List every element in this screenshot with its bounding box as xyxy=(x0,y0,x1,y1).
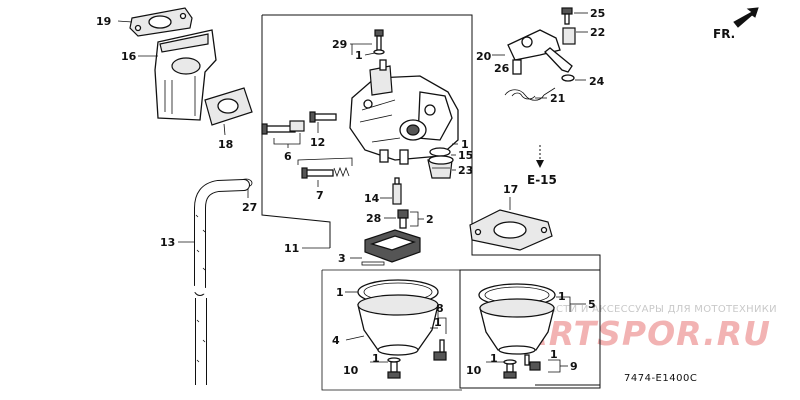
part-8-drain-screw xyxy=(433,339,447,361)
callout-23: 23 xyxy=(458,164,473,177)
part-15-o-ring xyxy=(429,147,451,157)
leader-2-bracket xyxy=(410,211,419,227)
callout-12: 12 xyxy=(310,136,325,149)
leader-1-a xyxy=(364,52,376,56)
callout-4: 4 xyxy=(332,334,340,347)
main-frame-left xyxy=(261,15,331,248)
callout-1-d: 1 xyxy=(434,316,442,329)
part-18-gasket xyxy=(204,87,253,126)
part-25-screw xyxy=(561,7,573,25)
leader-8-bracket xyxy=(437,312,447,334)
carburetor-body xyxy=(349,59,459,165)
callout-20: 20 xyxy=(476,50,492,63)
part-16-insulator xyxy=(154,29,217,121)
callout-1-a: 1 xyxy=(355,49,363,62)
part-21-spring xyxy=(504,87,556,101)
callout-17: 17 xyxy=(503,183,518,196)
direction-label: FR. xyxy=(713,27,735,41)
section-ref-arrow xyxy=(536,145,544,168)
right-float-chamber-frame xyxy=(459,269,601,389)
leader-9-bracket xyxy=(548,359,561,373)
callout-18: 18 xyxy=(218,138,233,151)
callout-27: 27 xyxy=(242,201,257,214)
callout-26: 26 xyxy=(494,62,510,75)
part-22-collar xyxy=(562,27,576,45)
callout-10-b: 10 xyxy=(466,364,482,377)
callout-25: 25 xyxy=(590,7,605,20)
part-19-gasket xyxy=(129,7,193,37)
callout-2: 2 xyxy=(426,213,434,226)
front-direction-arrow: FR. xyxy=(713,7,759,41)
part-23-jet-holder xyxy=(427,155,454,179)
part-6-screw xyxy=(261,120,305,135)
leader-7 xyxy=(297,157,353,166)
part-2-main-jet xyxy=(397,209,409,229)
callout-22: 22 xyxy=(590,26,605,39)
callout-1-c: 1 xyxy=(336,286,344,299)
callout-1-h: 1 xyxy=(490,352,498,365)
leader-18 xyxy=(223,123,226,136)
callout-29: 29 xyxy=(332,38,347,51)
lower-frame xyxy=(321,270,462,391)
part-24-washer xyxy=(561,74,575,82)
callout-15: 15 xyxy=(458,149,473,162)
callout-9: 9 xyxy=(570,360,578,373)
part-14-needle-jet xyxy=(392,177,402,205)
callout-1-b: 1 xyxy=(461,138,469,151)
callout-8: 8 xyxy=(436,302,444,315)
callout-1-f: 1 xyxy=(558,290,566,303)
part-13-fuel-tube xyxy=(188,179,250,385)
part-10-bolt-right xyxy=(503,359,517,379)
callout-19: 19 xyxy=(96,15,111,28)
part-26-collar xyxy=(512,59,522,75)
callout-11: 11 xyxy=(284,242,299,255)
callout-14: 14 xyxy=(364,192,380,205)
part-4-float-chamber xyxy=(357,279,439,356)
callout-13: 13 xyxy=(160,236,175,249)
leader-5-bracket xyxy=(556,296,571,312)
part-9-drain-screw xyxy=(524,354,541,371)
leader-4 xyxy=(345,335,365,341)
callout-16: 16 xyxy=(121,50,137,63)
watermark-text: ЗАПЧАСТИ И АКСЕССУАРЫ ДЛЯ МОТОТЕХНИКИ xyxy=(520,304,777,315)
main-frame xyxy=(262,14,601,386)
callout-7: 7 xyxy=(316,189,324,202)
callout-10-a: 10 xyxy=(343,364,359,377)
part-12-screw xyxy=(309,111,337,123)
part-3-float xyxy=(361,229,421,266)
part-29-screw xyxy=(373,29,385,55)
part-10-bolt-left xyxy=(387,357,401,379)
callout-3: 3 xyxy=(338,252,346,265)
callout-21: 21 xyxy=(550,92,565,105)
callout-6: 6 xyxy=(284,150,292,163)
part-17-gasket xyxy=(469,209,553,251)
callout-1-e: 1 xyxy=(372,352,380,365)
leader-6 xyxy=(273,133,301,145)
callout-24: 24 xyxy=(589,75,605,88)
part-5-float-chamber-right xyxy=(478,283,556,355)
part-7-screw-spring xyxy=(301,166,350,179)
callout-28: 28 xyxy=(366,212,381,225)
callout-1-g: 1 xyxy=(550,348,558,361)
leader-19 xyxy=(117,20,133,23)
diagram-code: 7474-E1400C xyxy=(624,373,697,384)
section-ref-e15: E-15 xyxy=(527,173,557,187)
callout-5: 5 xyxy=(588,298,596,311)
